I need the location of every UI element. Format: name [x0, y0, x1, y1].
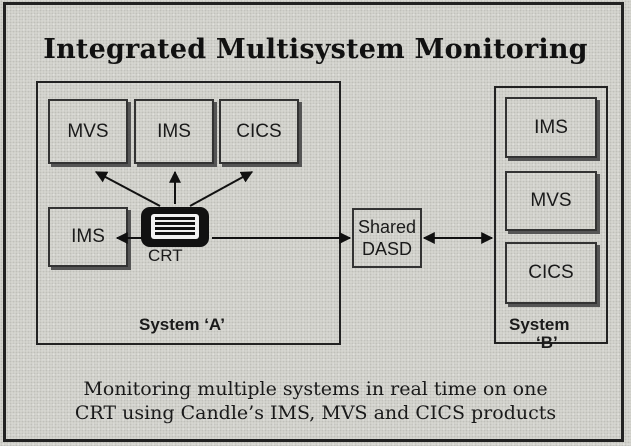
caption-line1: Monitoring multiple systems in real time…: [83, 378, 548, 400]
system-a-ims-left-box: IMS: [48, 207, 128, 267]
diagram-frame: [3, 2, 624, 442]
system-a-container: [36, 81, 341, 345]
system-b-label-line1: System: [509, 315, 570, 334]
crt-label: CRT: [148, 246, 183, 265]
system-a-mvs-box: MVS: [48, 99, 128, 164]
shared-dasd-line2: DASD: [361, 239, 412, 259]
system-a-ims-box: IMS: [134, 99, 214, 164]
system-b-mvs-box: MVS: [505, 171, 597, 231]
system-b-label-line2: ‘B’: [536, 333, 558, 352]
system-b-ims-box: IMS: [505, 97, 597, 158]
crt-terminal-icon: [141, 207, 209, 247]
caption-line2: CRT using Candle’s IMS, MVS and CICS pro…: [74, 402, 557, 424]
diagram-title: Integrated Multisystem Monitoring: [43, 34, 588, 65]
system-a-cics-box: CICS: [219, 99, 299, 164]
shared-dasd-line1: Shared: [357, 217, 417, 237]
system-b-cics-box: CICS: [505, 242, 597, 304]
system-a-label: System ‘A’: [139, 315, 225, 334]
system-b-container: [494, 86, 608, 344]
shared-dasd-box: Shared DASD: [352, 208, 422, 268]
